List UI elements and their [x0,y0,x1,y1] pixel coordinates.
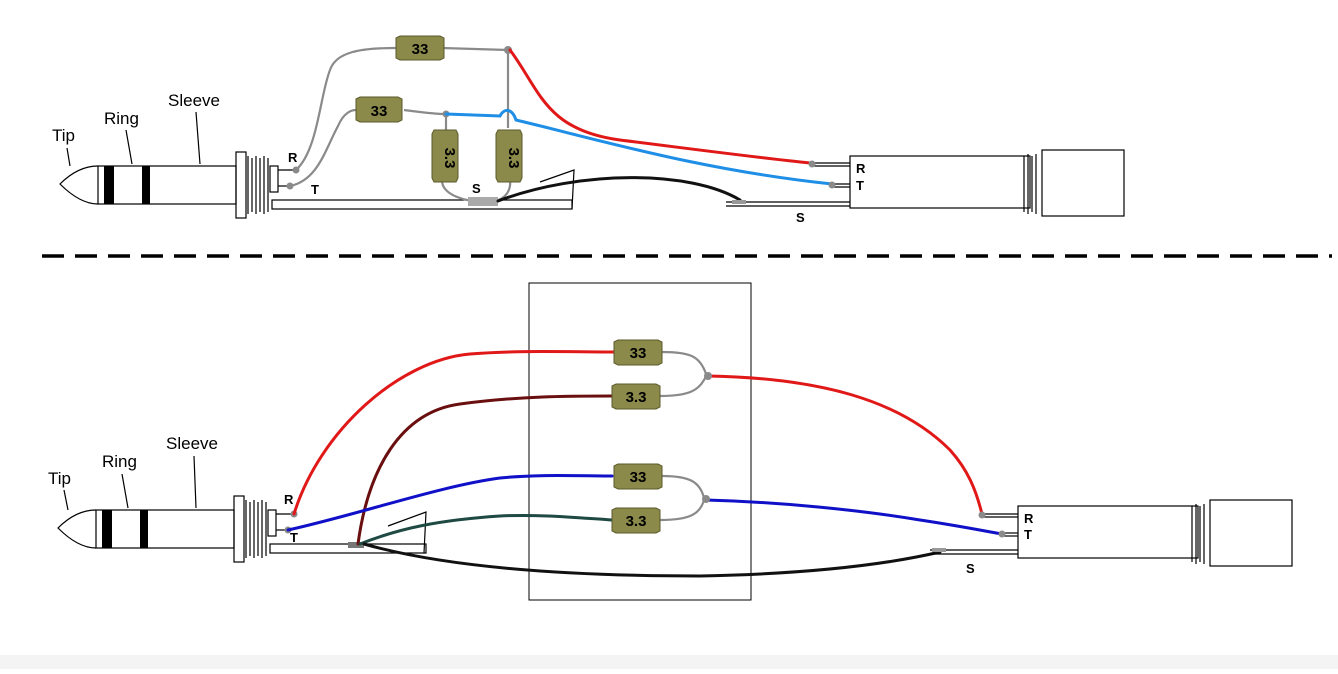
pin-r-right-bottom: R [1024,511,1034,526]
plug-threads [247,156,269,214]
plug-sleeve-tab [539,169,575,210]
label-sleeve-bottom: Sleeve [166,434,218,453]
wire-black-top [496,176,742,203]
pin-s-mid-top: S [472,181,481,196]
plug2-end-cap [1041,149,1125,217]
wire-red-bottom-left [292,350,616,516]
wire-red-top [508,48,812,165]
plug-sleeve-strap [271,199,573,210]
leader-ring-top [125,129,133,165]
lead-33b-out [661,474,706,499]
sleeve-solder-top [468,197,498,206]
svg-text:33: 33 [630,469,647,486]
lead-resistor2-out [403,108,447,116]
plug-left-bottom [57,495,427,563]
label-tip-top: Tip [52,126,75,145]
wire-red-bottom-right [706,374,984,516]
plug-collar [235,151,247,219]
lead-33a-out [661,350,708,375]
resistor-top-33a: 33 [395,35,445,61]
junction-dot-t-top [286,182,294,190]
pin-r-right-top: R [856,161,866,176]
plug-left-top [59,151,575,219]
plug2-threads [1023,154,1037,214]
bottom-band [0,655,1338,669]
lead-3-3b-out [659,499,706,522]
plug-terminal-block [269,165,279,193]
resistor-bottom-33b: 33 [613,463,663,490]
resistor-top-33b: 33 [355,96,403,123]
lead-r-to-resistor-top1 [295,46,397,171]
plug-right-bottom [930,499,1293,567]
resistor-bottom-3-3b: 3.3 [611,507,661,534]
label-ring-top: Ring [104,109,139,128]
svg-text:3.3: 3.3 [505,148,522,169]
junction-dot-r-top [292,166,300,174]
wire-blue-top [444,109,834,186]
pin-s-right-bottom: S [966,561,975,576]
label-ring-bottom: Ring [102,452,137,471]
label-tip-bottom: Tip [48,469,71,488]
lead-3-3a-out [659,375,708,398]
pin-r-left-top: R [288,150,298,165]
lead-resistor1-to-junction [441,46,509,52]
pin-t-left-top: T [311,182,319,197]
svg-text:3.3: 3.3 [441,148,458,169]
pin-t-left-bottom: T [290,530,298,545]
wire-darkred-bottom [356,394,614,546]
plug-band-1 [104,166,114,204]
plug2-body [849,155,1031,209]
plug-tip-shape [59,165,99,205]
enclosure-box [528,282,752,601]
wire-teal-bottom [358,513,614,546]
plug-right-top [726,149,1125,217]
svg-text:3.3: 3.3 [626,513,647,530]
pin-r-left-bottom: R [284,492,294,507]
svg-text:33: 33 [371,103,388,120]
resistor-bottom-33a: 33 [613,339,663,366]
top-circuit: Tip Ring Sleeve R T S 33 33 3 [52,35,1125,225]
resistor-top-3-3b: 3.3 [495,129,523,183]
svg-text:33: 33 [412,41,429,58]
resistor-bottom-3-3a: 3.3 [611,383,661,410]
svg-text:3.3: 3.3 [626,389,647,406]
wire-blue-bottom-left [286,474,614,532]
junction-dot-bottom2 [702,495,710,503]
wire-black-bottom [362,542,942,578]
plug-shaft [97,165,237,205]
pin-t-right-top: T [856,178,864,193]
lead-t-to-resistor-top2 [289,108,357,188]
leader-tip-top [66,147,71,167]
pin-s-right-top: S [796,210,805,225]
junction-dot-bottom1 [704,372,712,380]
plug-band-2 [142,166,150,204]
plug-shaft [95,509,235,549]
svg-text:33: 33 [630,345,647,362]
leader-sleeve-top [195,111,201,165]
resistor-top-3-3a: 3.3 [431,129,459,183]
wire-blue-bottom-right [704,498,1004,536]
plug-tip-shape [57,509,97,549]
label-sleeve-top: Sleeve [168,91,220,110]
pin-t-right-bottom: T [1024,527,1032,542]
plug2-end-cap [1209,499,1293,567]
plug-collar [233,495,245,563]
bottom-circuit: Tip Ring Sleeve R T 33 3.3 [48,282,1293,601]
